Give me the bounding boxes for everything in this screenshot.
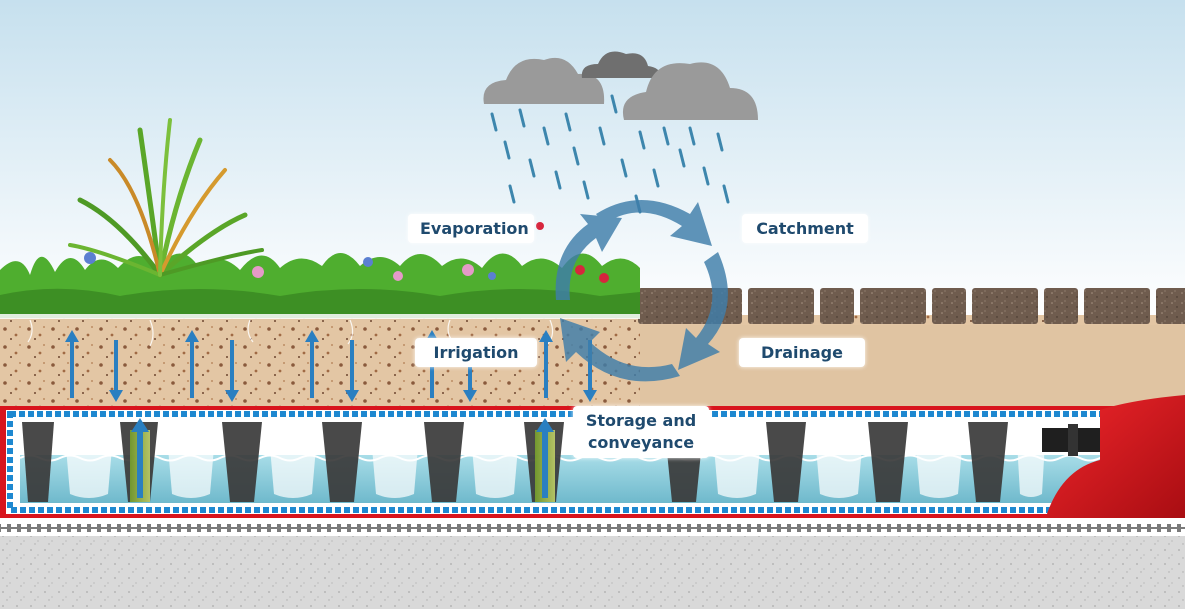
base-line xyxy=(0,518,1185,524)
catchment-label: Catchment xyxy=(742,214,868,243)
crate-columns xyxy=(22,422,1046,502)
cycle-arrows-icon xyxy=(555,200,728,382)
gravel-base xyxy=(0,536,1185,609)
paver-base xyxy=(640,325,1185,410)
pavers xyxy=(638,288,1185,324)
wicking-rods xyxy=(130,418,555,502)
irrigation-label: Irrigation xyxy=(415,338,537,367)
crate-border xyxy=(7,411,1125,513)
storage-conveyance-label: Storage and conveyance xyxy=(573,406,709,458)
geotextile xyxy=(0,524,1185,532)
rain xyxy=(490,94,730,214)
spiky-plant xyxy=(68,118,264,278)
evaporation-label: Evaporation xyxy=(408,214,534,243)
drainage-label: Drainage xyxy=(739,338,865,367)
cloud-icon xyxy=(483,51,758,120)
flowers xyxy=(84,222,609,283)
outlet-pipe xyxy=(1042,395,1185,520)
